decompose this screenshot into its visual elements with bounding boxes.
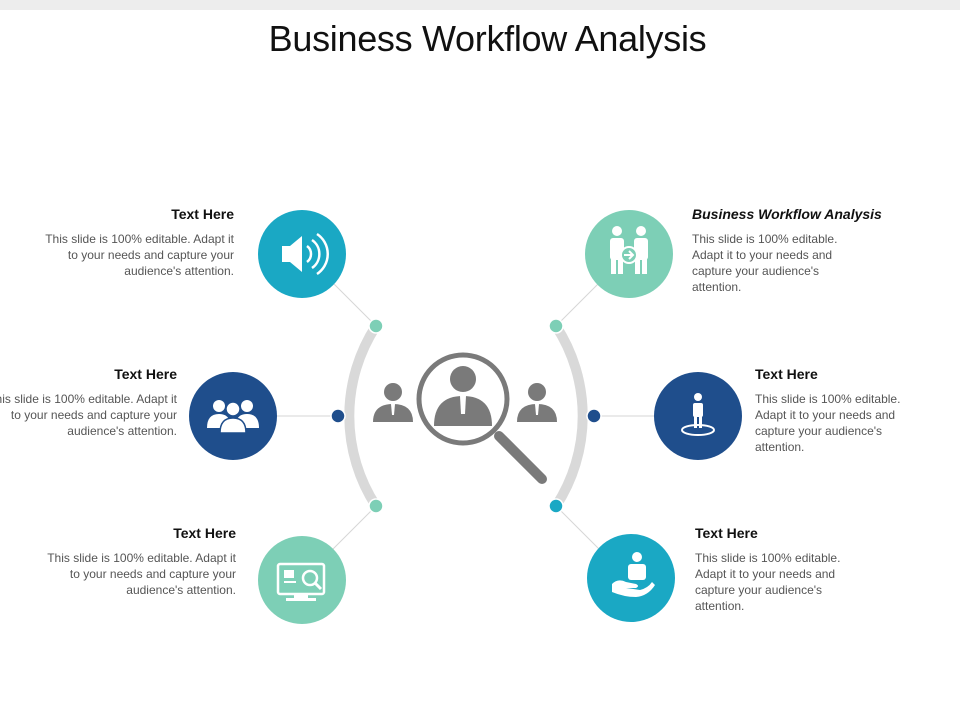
slide-title: Business Workflow Analysis — [268, 18, 707, 59]
connector-1 — [331, 281, 377, 327]
top-bar — [0, 0, 960, 10]
center-person-icon — [434, 366, 492, 426]
item-text-4: Business Workflow Analysis This slide is… — [692, 206, 922, 295]
item-heading-4: Business Workflow Analysis — [692, 206, 882, 222]
node-dot-4 — [548, 318, 564, 334]
node-dot-1 — [368, 318, 384, 334]
item-text-5: Text Here This slide is 100% editable. A… — [755, 366, 915, 455]
item-circle-4 — [585, 210, 673, 298]
node-dot-3 — [368, 498, 384, 514]
item-body-2: This slide is 100% editable. Adapt it to… — [0, 392, 177, 438]
speaker-icon — [282, 232, 329, 276]
team-icon — [207, 400, 259, 434]
item-heading-5: Text Here — [755, 366, 818, 382]
person-target-icon — [681, 393, 715, 436]
hand-person-icon — [612, 552, 655, 597]
item-heading-1: Text Here — [171, 206, 234, 222]
item-circle-5 — [654, 372, 742, 460]
item-heading-3: Text Here — [173, 525, 236, 541]
item-body-3: This slide is 100% editable. Adapt it to… — [47, 551, 236, 597]
item-body-5: This slide is 100% editable. Adapt it to… — [755, 392, 901, 454]
connector-3 — [331, 505, 377, 551]
item-body-1: This slide is 100% editable. Adapt it to… — [45, 232, 234, 278]
node-dot-2 — [330, 408, 346, 424]
item-body-6: This slide is 100% editable. Adapt it to… — [695, 551, 841, 613]
magnifier-handle — [494, 431, 547, 484]
connector-6 — [555, 505, 601, 551]
item-text-6: Text Here This slide is 100% editable. A… — [695, 525, 855, 614]
item-circle-6 — [587, 534, 675, 622]
right-person-icon — [517, 383, 557, 422]
node-dot-5 — [586, 408, 602, 424]
item-text-1: Text Here This slide is 100% editable. A… — [34, 206, 234, 279]
item-text-3: Text Here This slide is 100% editable. A… — [36, 525, 236, 598]
node-dot-6 — [548, 498, 564, 514]
right-arc — [551, 321, 588, 511]
item-heading-6: Text Here — [695, 525, 758, 541]
item-circle-3 — [258, 536, 346, 624]
connector-4 — [555, 281, 601, 327]
magnifier-people-icon — [373, 352, 557, 484]
item-circle-2 — [189, 372, 277, 460]
item-text-2: Text Here This slide is 100% editable. A… — [0, 366, 177, 439]
left-person-icon — [373, 383, 413, 422]
monitor-search-icon — [276, 562, 326, 601]
handover-icon — [610, 226, 648, 274]
item-heading-2: Text Here — [114, 366, 177, 382]
item-circle-1 — [258, 210, 346, 298]
left-arc — [344, 321, 381, 511]
item-body-4: This slide is 100% editable. Adapt it to… — [692, 232, 838, 294]
